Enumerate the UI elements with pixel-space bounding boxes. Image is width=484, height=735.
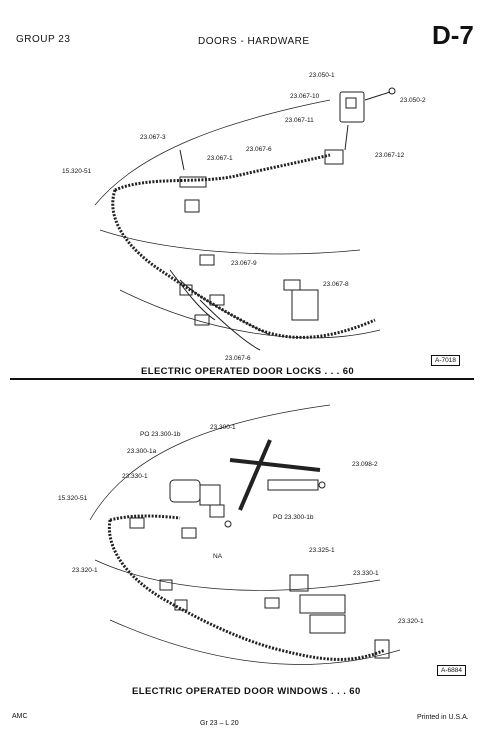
callout-23-067-6-top: 23.067-6 — [246, 146, 272, 153]
callout-15-320-51-bottom: 15.320-51 — [58, 495, 88, 502]
callout-23-300-1: 23.300-1 — [210, 424, 236, 431]
callout-na: NA — [213, 553, 223, 560]
figure-ref-a6884: A-6884 — [437, 665, 466, 676]
callout-15-320-51-top: 15.320-51 — [62, 168, 92, 175]
callout-23-067-10: 23.067-10 — [290, 93, 320, 100]
callout-23-320-1-right: 23.320-1 — [398, 618, 424, 625]
footer-left: AMC — [12, 713, 28, 720]
group-label: GROUP 23 — [16, 34, 71, 45]
footer-page: Gr 23 – L 20 — [200, 720, 239, 727]
callout-23-320-1-left: 23.320-1 — [72, 567, 98, 574]
callout-23-067-3: 23.067-3 — [140, 134, 166, 141]
door-windows-caption: ELECTRIC OPERATED DOOR WINDOWS . . . 60 — [132, 686, 361, 697]
callout-po-23-300-1b-top: PO 23.300-1b — [140, 431, 181, 438]
callout-23-067-12: 23.067-12 — [375, 152, 405, 159]
callout-23-067-9: 23.067-9 — [231, 260, 257, 267]
callout-23-050-2: 23.050-2 — [400, 97, 426, 104]
callout-23-067-11: 23.067-11 — [285, 117, 314, 124]
callout-23-300-1a: 23.300-1a — [127, 448, 157, 455]
callout-23-067-1: 23.067-1 — [207, 155, 233, 162]
figure-ref-a7018: A-7018 — [431, 355, 460, 366]
door-locks-caption: ELECTRIC OPERATED DOOR LOCKS . . . 60 — [141, 366, 355, 377]
callout-23-330-1-bottom: 23.330-1 — [353, 570, 379, 577]
footer-right: Printed in U.S.A. — [417, 714, 469, 721]
section-title: DOORS - HARDWARE — [198, 36, 310, 47]
page-id: D-7 — [432, 20, 474, 50]
callout-23-330-1-top: 23.330-1 — [122, 473, 148, 480]
callout-23-067-8: 23.067-8 — [323, 281, 349, 288]
section-divider — [10, 378, 474, 380]
callout-23-098-2: 23.098-2 — [352, 461, 378, 468]
callout-23-050-1: 23.050-1 — [309, 72, 335, 79]
callout-23-325-1: 23.325-1 — [309, 547, 335, 554]
callout-po-23-300-1b-bottom: PO 23.300-1b — [273, 514, 314, 521]
callout-23-067-6-bottom: 23.067-6 — [225, 355, 251, 362]
